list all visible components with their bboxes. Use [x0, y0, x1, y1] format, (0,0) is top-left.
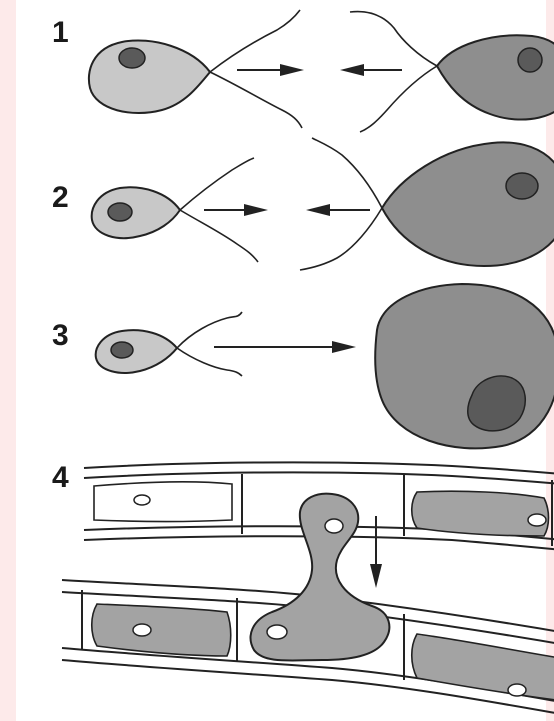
nucleus: [518, 48, 542, 72]
conjugation-tube: [251, 494, 390, 661]
nucleus: [111, 342, 133, 358]
diagram-panel: 1 2: [16, 0, 546, 721]
nucleus: [325, 519, 343, 533]
arrow-3: [214, 341, 356, 353]
gamete-1-right: [350, 12, 554, 132]
filament-cell: [92, 604, 231, 656]
step-2: 2: [52, 138, 554, 270]
step-4-label: 4: [52, 461, 69, 494]
step-3-label: 3: [52, 319, 69, 352]
step-1: 1: [52, 10, 554, 132]
nucleus: [119, 48, 145, 68]
arrows-1: [237, 64, 402, 76]
gamete-2-right: [300, 138, 554, 270]
step-3: 3: [52, 284, 554, 448]
step-1-label: 1: [52, 16, 69, 49]
reproduction-diagram: 1 2: [16, 0, 554, 721]
nucleus: [267, 625, 287, 639]
nucleus: [506, 173, 538, 199]
empty-cell: [94, 482, 232, 522]
sperm-cell: [96, 312, 242, 376]
step-2-label: 2: [52, 181, 69, 214]
nucleus: [108, 203, 132, 221]
arrows-2: [204, 204, 370, 216]
step-4: 4: [52, 461, 554, 718]
egg-cell: [375, 284, 554, 448]
filament-cell: [412, 491, 549, 536]
